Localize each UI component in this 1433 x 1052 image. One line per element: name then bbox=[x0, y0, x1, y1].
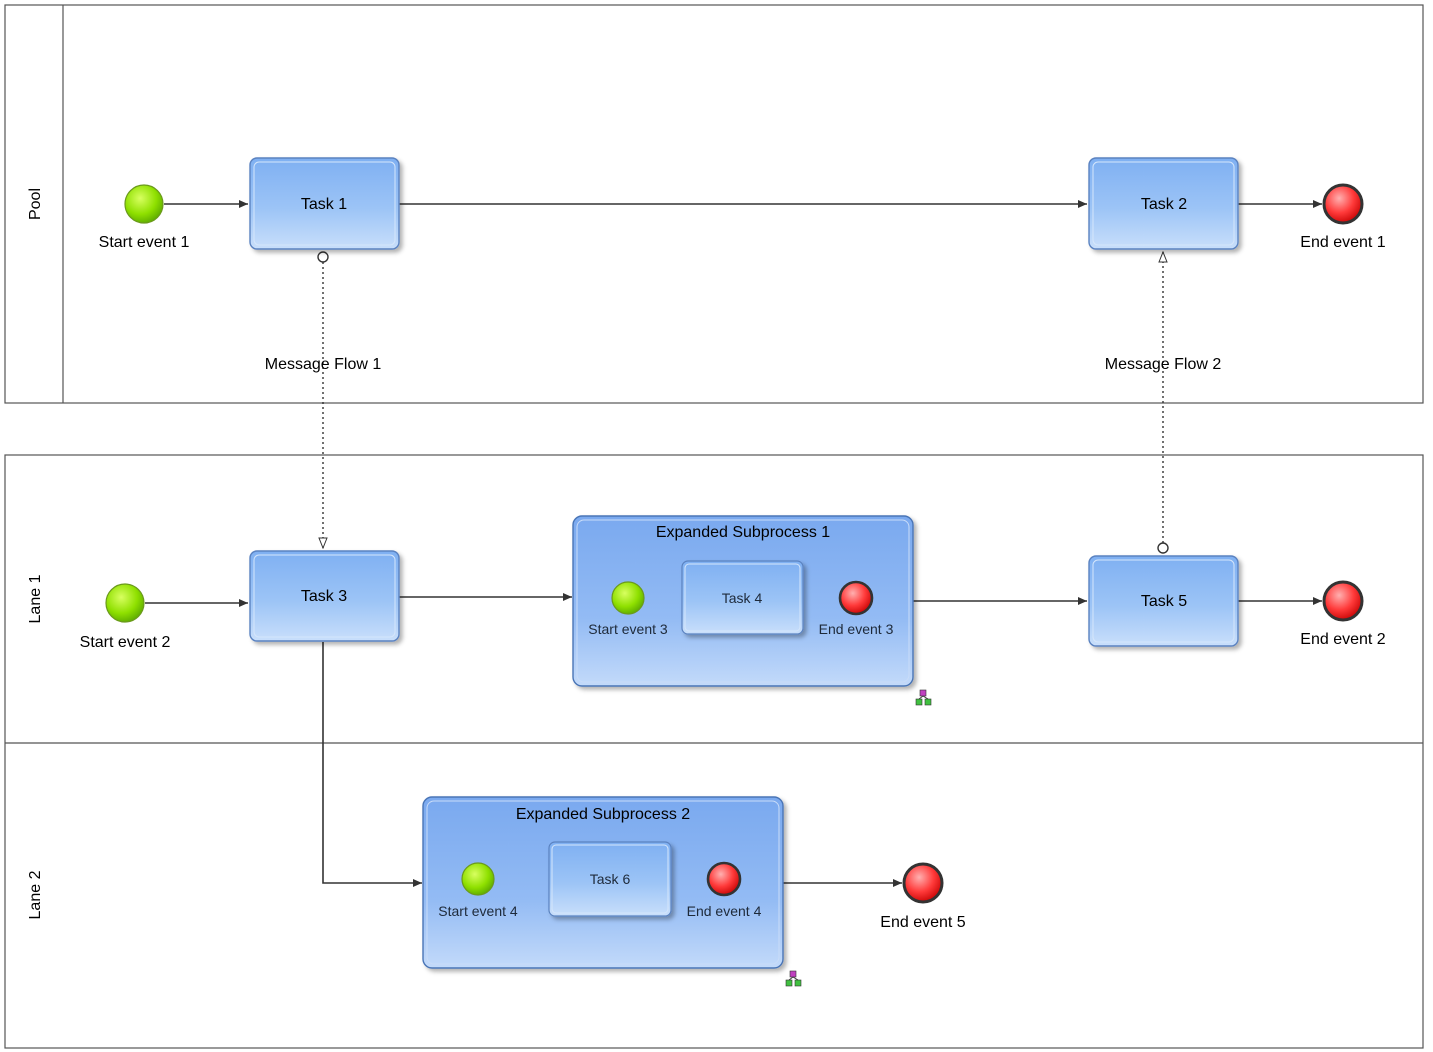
end-event-5-label: End event 5 bbox=[880, 914, 966, 931]
end-event-icon bbox=[706, 861, 742, 897]
start-event-3-label: Start event 3 bbox=[588, 621, 668, 637]
start-event-4[interactable]: Start event 4 bbox=[438, 862, 518, 919]
subprocess-2-title: Expanded Subprocess 2 bbox=[516, 806, 690, 823]
start-event-2-label: Start event 2 bbox=[80, 634, 171, 651]
task-5-label: Task 5 bbox=[1141, 593, 1187, 610]
flow-task3-sub2 bbox=[322, 642, 422, 887]
end-event-3-label: End event 3 bbox=[819, 621, 894, 637]
end-event-icon bbox=[1322, 183, 1364, 225]
task-2[interactable]: Task 2 bbox=[1088, 157, 1239, 250]
task-4[interactable]: Task 4 bbox=[681, 560, 804, 635]
start-event-3[interactable]: Start event 3 bbox=[588, 581, 668, 637]
start-event-4-label: Start event 4 bbox=[438, 903, 518, 919]
subprocess-marker-icon bbox=[785, 970, 802, 987]
start-event-icon bbox=[611, 581, 645, 615]
message-flows: Message Flow 1 Message Flow 2 bbox=[265, 251, 1222, 554]
end-event-icon bbox=[1322, 580, 1364, 622]
end-event-3[interactable]: End event 3 bbox=[819, 580, 894, 637]
task-5[interactable]: Task 5 bbox=[1088, 555, 1239, 647]
sequence-flows bbox=[145, 200, 1322, 887]
task-1[interactable]: Task 1 bbox=[249, 157, 400, 250]
task-2-label: Task 2 bbox=[1141, 196, 1187, 213]
subprocess-marker-icon bbox=[915, 689, 932, 706]
end-event-1-label: End event 1 bbox=[1300, 234, 1386, 251]
task-4-label: Task 4 bbox=[722, 590, 763, 606]
subprocess-1-title: Expanded Subprocess 1 bbox=[656, 524, 830, 541]
task-3[interactable]: Task 3 bbox=[249, 550, 400, 642]
start-event-icon bbox=[124, 184, 164, 224]
end-event-1[interactable]: End event 1 bbox=[1300, 183, 1386, 251]
task-3-label: Task 3 bbox=[301, 588, 347, 605]
end-event-icon bbox=[838, 580, 874, 616]
start-event-icon bbox=[105, 583, 145, 623]
end-event-2-label: End event 2 bbox=[1300, 631, 1386, 648]
start-event-1[interactable]: Start event 1 bbox=[99, 184, 190, 251]
end-event-2[interactable]: End event 2 bbox=[1300, 580, 1386, 648]
end-event-icon bbox=[902, 862, 944, 904]
message-flow-1-source-icon bbox=[317, 251, 329, 263]
message-flow-2-label: Message Flow 2 bbox=[1105, 356, 1222, 373]
task-1-label: Task 1 bbox=[301, 196, 347, 213]
message-flow-2-source-icon bbox=[1157, 542, 1169, 554]
start-event-icon bbox=[461, 862, 495, 896]
message-flow-1-label: Message Flow 1 bbox=[265, 356, 382, 373]
lane-2-label: Lane 2 bbox=[27, 870, 44, 919]
end-event-4-label: End event 4 bbox=[687, 903, 762, 919]
task-6[interactable]: Task 6 bbox=[548, 841, 672, 917]
start-event-1-label: Start event 1 bbox=[99, 234, 190, 251]
end-event-4[interactable]: End event 4 bbox=[687, 861, 762, 919]
task-6-label: Task 6 bbox=[590, 871, 631, 887]
end-event-5[interactable]: End event 5 bbox=[880, 862, 966, 931]
start-event-2[interactable]: Start event 2 bbox=[80, 583, 171, 651]
pool-label: Pool bbox=[27, 188, 44, 220]
lane-1-label: Lane 1 bbox=[27, 574, 44, 623]
